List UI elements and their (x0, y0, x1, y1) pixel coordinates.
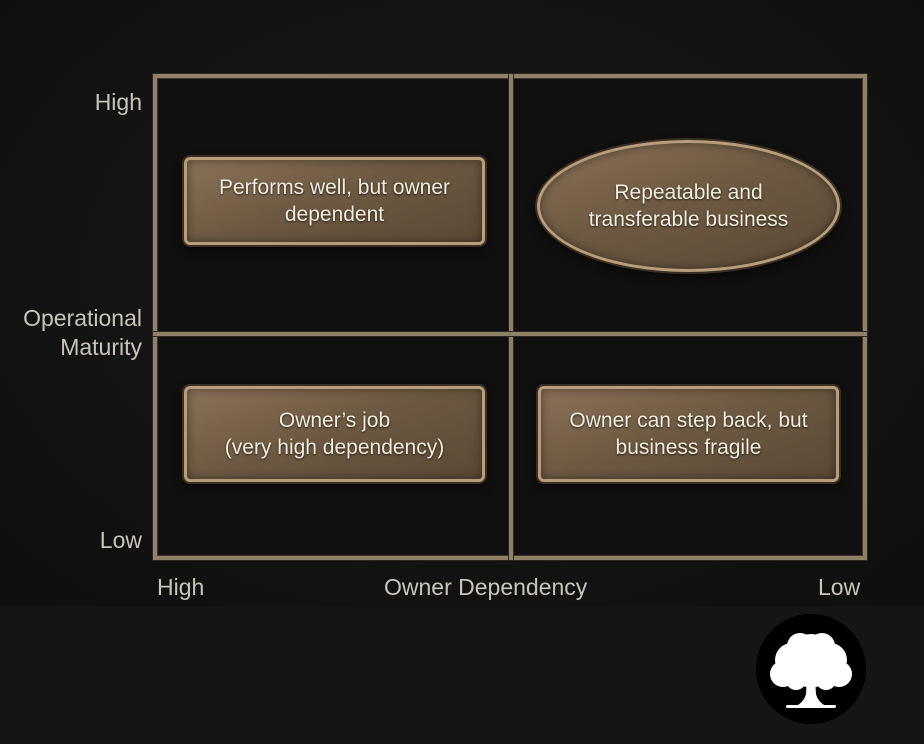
y-axis-title: Operational Maturity (23, 305, 142, 360)
horizontal-divider (153, 332, 867, 336)
quadrant-bottom-left-text: Owner’s job (very high dependency) (224, 409, 445, 459)
tree-icon (770, 633, 852, 708)
x-axis-low-label: Low (818, 574, 861, 600)
quadrant-top-right-oval: Repeatable and transferable business (537, 140, 840, 272)
logo (756, 614, 866, 724)
quadrant-bottom-left-plaque: Owner’s job (very high dependency) (184, 386, 485, 482)
vertical-divider (509, 74, 513, 560)
quadrant-top-left-text: Performs well, but owner dependent (218, 176, 451, 226)
quadrant-bottom-right-text: Owner can step back, but business fragil… (569, 409, 808, 459)
y-axis-high-label: High (94, 89, 142, 115)
quadrant-top-left-plaque: Performs well, but owner dependent (184, 157, 485, 245)
quadrant-bottom-right-plaque: Owner can step back, but business fragil… (538, 386, 839, 482)
y-axis-low-label: Low (99, 527, 142, 553)
quadrant-top-right-text: Repeatable and transferable business (588, 181, 789, 231)
x-axis-high-label: High (157, 574, 205, 600)
x-axis-title: Owner Dependency (384, 574, 588, 600)
